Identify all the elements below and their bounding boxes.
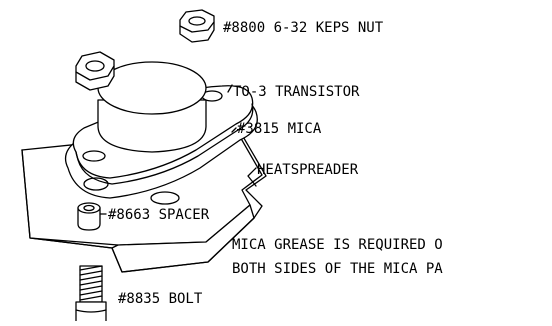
keps-nut [179, 9, 215, 43]
transistor-label: TO-3 TRANSISTOR [233, 84, 360, 100]
note-line-1: MICA GREASE IS REQUIRED O [232, 237, 443, 253]
mica-label: #3815 MICA [237, 121, 322, 137]
spacer-label: #8663 SPACER [108, 207, 210, 223]
bolt-label: #8835 BOLT [118, 291, 203, 307]
leader-lines [99, 84, 257, 215]
heatspreader-plate [21, 127, 267, 273]
bolt [75, 265, 107, 322]
left-hex-nut [75, 51, 115, 91]
spacer [77, 202, 101, 231]
note-line-2: BOTH SIDES OF THE MICA PA [232, 261, 443, 277]
to3-can [97, 61, 207, 153]
nut-label: #8800 6-32 KEPS NUT [223, 20, 384, 36]
heatspreader-label: HEATSPREADER [257, 162, 359, 178]
